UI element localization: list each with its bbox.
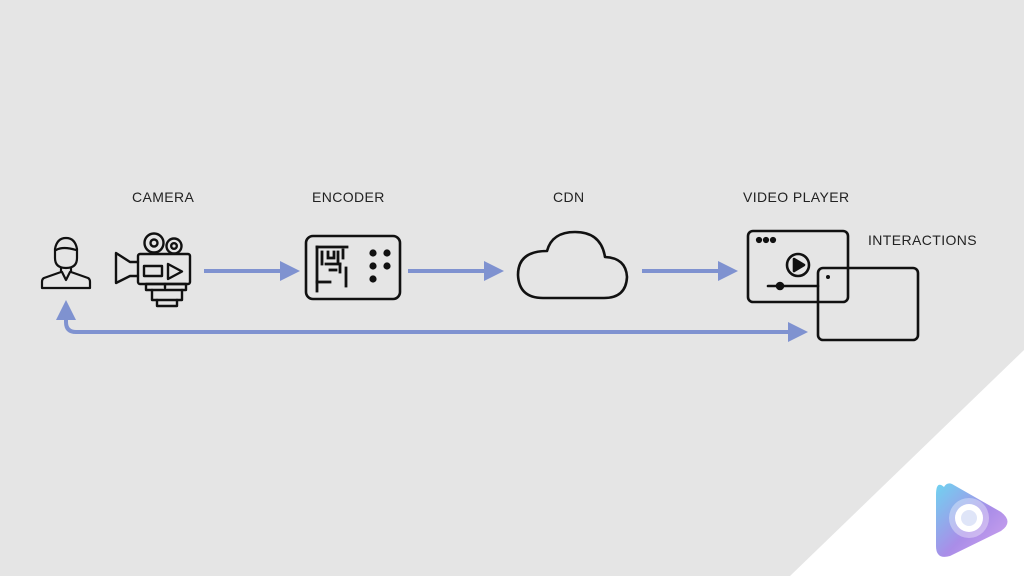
video-player-icon (746, 229, 850, 304)
encoder-icon (304, 234, 402, 301)
cloud-icon (516, 230, 629, 300)
camera-label: CAMERA (132, 189, 195, 205)
interactions-window-icon (816, 266, 920, 342)
video-player-label: VIDEO PLAYER (743, 189, 850, 205)
brand-logo-icon (936, 483, 1008, 557)
user-icon (40, 236, 92, 290)
corner-panel (790, 350, 1024, 576)
video-camera-icon (114, 232, 192, 308)
arrow-feedback-loop (56, 300, 808, 342)
cdn-label: CDN (553, 189, 585, 205)
encoder-label: ENCODER (312, 189, 385, 205)
interactions-label: INTERACTIONS (868, 232, 978, 248)
